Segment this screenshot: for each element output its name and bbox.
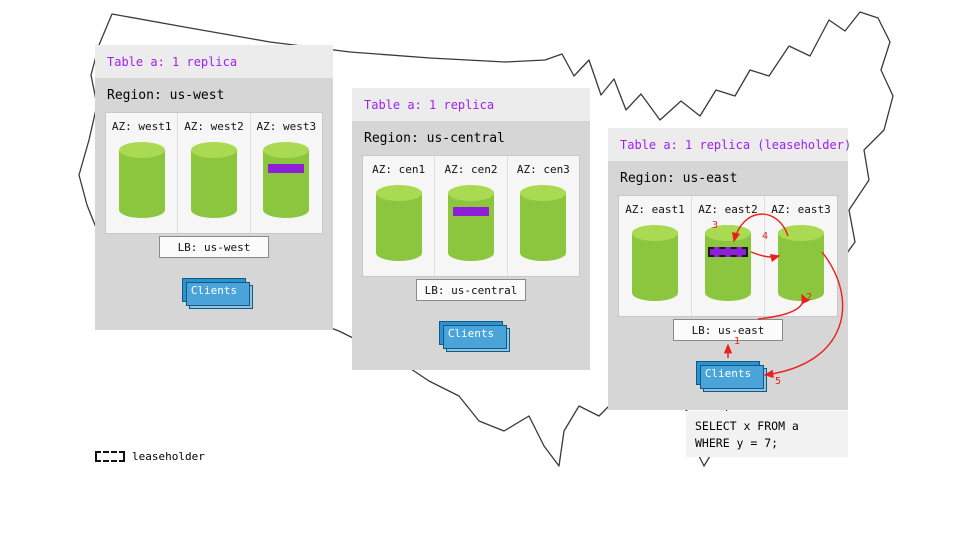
region-body: Region: us-east AZ: east1 AZ: east2 AZ: …: [608, 161, 848, 410]
az-container: AZ: cen1 AZ: cen2 AZ: cen3: [362, 155, 580, 277]
database-cylinder: [778, 225, 824, 301]
database-cylinder: [190, 142, 237, 218]
cylinder-top: [447, 185, 494, 201]
region-title: Region: us-west: [107, 88, 225, 103]
cylinder-top: [778, 225, 824, 241]
az-column: AZ: west1: [106, 113, 177, 233]
load-balancer-box: LB: us-east: [673, 319, 783, 341]
database-cylinder: [705, 225, 751, 301]
clients-button: Clients: [182, 278, 253, 309]
arrow-step-number: 2: [806, 292, 813, 303]
clients-button: Clients: [439, 321, 510, 352]
table-replica-header: Table a: 1 replica: [352, 88, 590, 121]
region-panel-us-central: Table a: 1 replica Region: us-central AZ…: [352, 88, 590, 370]
replica-marker: [452, 207, 489, 216]
cylinder-body: [778, 233, 824, 301]
az-label: AZ: west1: [111, 120, 172, 133]
az-column: AZ: east2: [691, 196, 764, 316]
cylinder-top: [263, 142, 310, 158]
cylinder-top: [190, 142, 237, 158]
az-column: AZ: cen1: [363, 156, 434, 276]
cylinder-top: [520, 185, 567, 201]
cylinder-body: [118, 150, 165, 218]
database-cylinder: [520, 185, 567, 261]
az-label: AZ: east1: [625, 203, 685, 216]
az-column: AZ: west2: [177, 113, 249, 233]
region-title: Region: us-east: [620, 171, 738, 186]
load-balancer-box: LB: us-central: [416, 279, 526, 301]
cylinder-body: [263, 150, 310, 218]
region-panel-us-west: Table a: 1 replica Region: us-west AZ: w…: [95, 45, 333, 330]
az-column: AZ: west3: [249, 113, 322, 233]
cylinder-body: [190, 150, 237, 218]
database-cylinder: [447, 185, 494, 261]
cylinder-top: [632, 225, 678, 241]
database-cylinder: [263, 142, 310, 218]
cylinder-body: [705, 233, 751, 301]
az-label: AZ: cen1: [372, 163, 426, 176]
sql-query-box: SELECT x FROM a WHERE y = 7;: [686, 411, 848, 457]
replica-marker: [268, 164, 305, 173]
az-label: AZ: west2: [184, 120, 244, 133]
az-label: AZ: east2: [698, 203, 758, 216]
az-container: AZ: west1 AZ: west2 AZ: west3: [105, 112, 323, 234]
sql-line: WHERE y = 7;: [695, 435, 779, 450]
az-label: AZ: cen3: [516, 163, 570, 176]
az-label: AZ: west3: [256, 120, 317, 133]
cylinder-body: [520, 193, 567, 261]
leaseholder-marker: [708, 247, 748, 257]
az-column: AZ: east1: [619, 196, 691, 316]
region-body: Region: us-central AZ: cen1 AZ: cen2 AZ:…: [352, 121, 590, 370]
leaseholder-legend-swatch: [95, 451, 125, 462]
database-cylinder: [118, 142, 165, 218]
arrow-step-number: 1: [734, 336, 741, 347]
cylinder-top: [118, 142, 165, 158]
cylinder-top: [375, 185, 422, 201]
leaseholder-legend-label: leaseholder: [132, 450, 205, 463]
cylinder-body: [632, 233, 678, 301]
database-cylinder: [375, 185, 422, 261]
arrow-step-number: 5: [775, 376, 782, 387]
region-panel-us-east: Table a: 1 replica (leaseholder) Region:…: [608, 128, 852, 410]
table-replica-header: Table a: 1 replica (leaseholder): [608, 128, 852, 161]
table-replica-label: Table a: 1 replica (leaseholder): [620, 137, 852, 152]
az-container: AZ: east1 AZ: east2 AZ: east3: [618, 195, 838, 317]
load-balancer-box: LB: us-west: [159, 236, 269, 258]
clients-button: Clients: [696, 361, 767, 392]
table-replica-label: Table a: 1 replica: [364, 97, 495, 112]
arrow-step-number: 3: [712, 220, 719, 231]
arrow-step-number: 4: [762, 231, 769, 242]
sql-line: SELECT x FROM a: [695, 419, 799, 433]
cylinder-body: [447, 193, 494, 261]
legend: leaseholder: [95, 450, 205, 463]
az-label: AZ: cen2: [444, 163, 498, 176]
az-column: AZ: cen3: [506, 156, 579, 276]
az-label: AZ: east3: [771, 203, 831, 216]
table-replica-header: Table a: 1 replica: [95, 45, 333, 78]
table-replica-label: Table a: 1 replica: [107, 54, 238, 69]
database-cylinder: [632, 225, 678, 301]
az-column: AZ: cen2: [434, 156, 506, 276]
region-body: Region: us-west AZ: west1 AZ: west2 AZ: …: [95, 78, 333, 330]
cylinder-body: [375, 193, 422, 261]
az-column: AZ: east3: [764, 196, 837, 316]
region-title: Region: us-central: [364, 131, 505, 146]
